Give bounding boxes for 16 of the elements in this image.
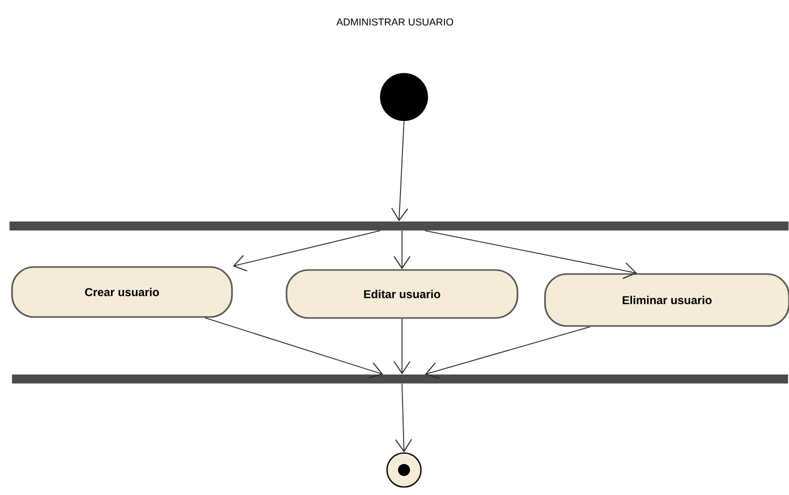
- arrow: [424, 230, 637, 279]
- arrow: [232, 230, 380, 272]
- sync-bar: [10, 222, 788, 230]
- final-node: [386, 452, 422, 488]
- action-box: Editar usuario: [286, 269, 518, 319]
- diagram-title: ADMINISTRAR USUARIO: [336, 18, 454, 26]
- sync-bar: [12, 374, 788, 384]
- arrow: [394, 318, 410, 374]
- arrow: [394, 230, 410, 270]
- action-box: Crear usuario: [11, 266, 233, 318]
- arrow: [391, 120, 408, 222]
- arrow: [425, 326, 590, 379]
- arrow: [204, 317, 383, 379]
- initial-node: [380, 73, 428, 121]
- action-box: Eliminar usuario: [544, 273, 789, 327]
- arrow: [395, 383, 412, 452]
